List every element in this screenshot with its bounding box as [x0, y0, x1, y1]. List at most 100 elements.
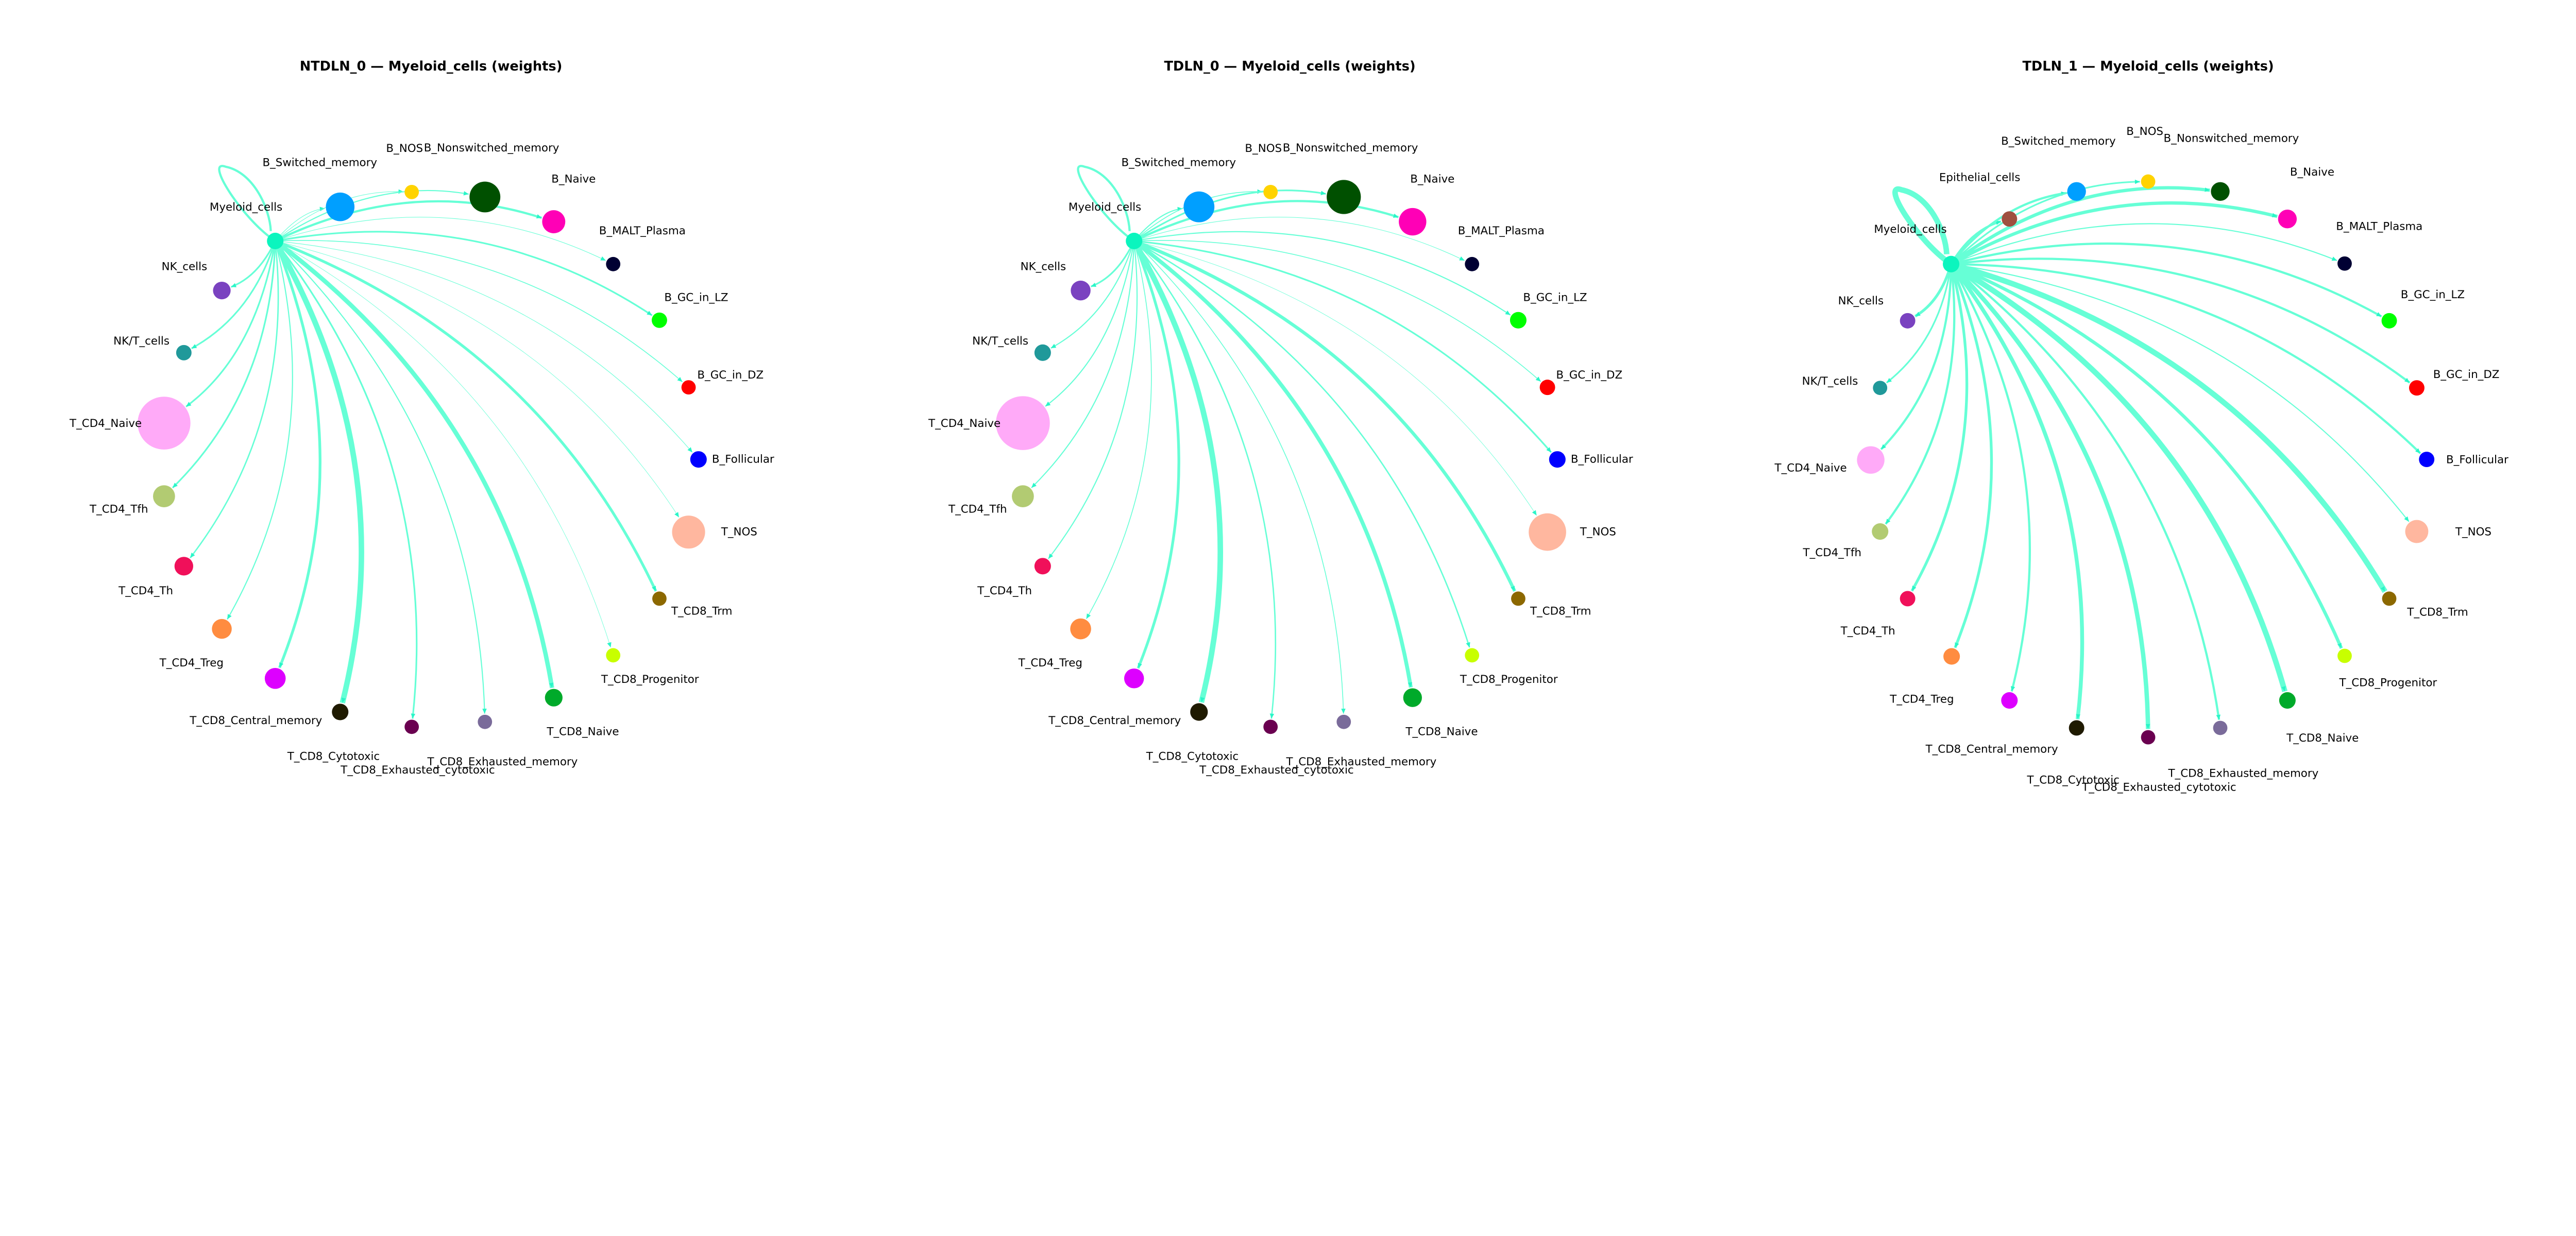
node-label: T_CD4_Th [118, 585, 173, 597]
node-nk-cells [1900, 313, 1916, 329]
node-label: B_Naive [551, 173, 596, 186]
node-nk-t-cells [176, 345, 192, 360]
edge-nk-t-cells [1886, 264, 1952, 384]
node-label: B_Nonswitched_memory [2164, 132, 2299, 145]
node-label: T_CD8_Naive [546, 725, 619, 738]
edge-self-loop [218, 165, 276, 242]
edge-b-malt-plasma [1133, 217, 1465, 261]
edge-b-follicular [275, 241, 693, 453]
panel-title: TDLN_1 — Myeloid_cells (weights) [2023, 59, 2274, 74]
edges [1880, 179, 2421, 729]
nodes [995, 180, 1566, 734]
node-label: T_CD8_Cytotoxic [2027, 774, 2120, 786]
node-label: NK_cells [162, 261, 208, 273]
arrowhead-icon [1048, 553, 1053, 559]
node-b-nonswitched-memory [469, 181, 501, 213]
node-t-cd8-trm [2382, 591, 2397, 606]
node-label: B_Naive [1410, 173, 1454, 186]
edge-nk-cells [230, 241, 276, 288]
edge-t-nos [1133, 241, 1537, 516]
edge-b-malt-plasma [1951, 223, 2337, 265]
arrowhead-icon [2376, 312, 2382, 317]
node-label: T_CD8_Exhausted_cytotoxic [340, 764, 495, 777]
node-label: T_CD4_Naive [928, 417, 1001, 430]
arrowhead-icon [2415, 448, 2421, 454]
node-b-switched-memory [2067, 182, 2087, 201]
node-label: B_MALT_Plasma [1458, 225, 1544, 237]
node-b-switched-memory [326, 192, 355, 221]
arrowhead-icon [674, 512, 679, 518]
node-label: T_NOS [1579, 526, 1616, 539]
arrowhead-icon [186, 402, 192, 407]
node-label: T_CD8_Progenitor [2339, 676, 2437, 689]
node-b-follicular [1549, 451, 1566, 468]
edge-t-cd8-naive [274, 239, 554, 689]
node-label: B_GC_in_DZ [1556, 369, 1622, 382]
labels: Myeloid_cellsEpithelial_cellsB_Switched_… [1774, 125, 2509, 794]
node-b-follicular [690, 451, 707, 468]
edge-t-cd8-exhausted-cytotoxic [1950, 262, 2150, 729]
edge-t-cd4-treg [1950, 263, 1993, 648]
arrowhead-icon [2281, 686, 2286, 692]
node-b-switched-memory [1183, 191, 1214, 222]
node-b-nos [404, 184, 419, 199]
arrowhead-icon [677, 377, 683, 382]
edge-t-nos [275, 241, 680, 518]
node-b-malt-plasma [1464, 256, 1479, 271]
node-label: T_CD4_Treg [1890, 693, 1954, 706]
node-label: T_CD8_Progenitor [1460, 673, 1558, 686]
node-label: Myeloid_cells [1874, 223, 1947, 236]
arrowhead-icon [652, 586, 656, 591]
edge-nk-t-cells [191, 241, 276, 349]
node-label: NK/T_cells [113, 335, 170, 348]
arrowhead-icon [1320, 191, 1326, 195]
node-b-gc-in-dz [681, 380, 696, 395]
arrowhead-icon [1138, 662, 1142, 668]
node-t-cd8-naive [2279, 692, 2296, 709]
arrowhead-icon [1466, 642, 1470, 648]
node-t-cd8-cytotoxic [2069, 720, 2084, 736]
node-label: T_CD8_Central_memory [1925, 743, 2058, 756]
node-t-cd8-progenitor [1464, 648, 1479, 663]
node-epithelial-cells [2002, 211, 2018, 227]
node-b-malt-plasma [606, 256, 621, 271]
nodes [1857, 174, 2435, 745]
edge-b-gc-in-dz [275, 240, 683, 383]
arrowhead-icon [411, 713, 416, 719]
edge-t-cd8-cytotoxic [1950, 263, 2084, 719]
arrowhead-icon [2272, 213, 2278, 218]
edge-t-cd8-progenitor [275, 241, 611, 648]
arrowhead-icon [1393, 213, 1399, 218]
edge-nk-cells [1914, 264, 1953, 318]
node-label: B_Switched_memory [1121, 157, 1236, 169]
edge-b-gc-in-lz [1133, 231, 1511, 316]
node-label: T_CD8_Exhausted_memory [2168, 767, 2319, 780]
arrowhead-icon [1086, 613, 1091, 619]
edge-b-gc-in-lz [275, 231, 653, 316]
edge-t-cd8-exhausted-cytotoxic [274, 240, 418, 719]
node-label: Epithelial_cells [1939, 171, 2021, 184]
edge-t-cd4-naive [185, 241, 276, 407]
edge-t-cd8-naive [1950, 262, 2288, 693]
node-t-nos [2405, 520, 2429, 543]
arrowhead-icon [463, 191, 469, 196]
arrowhead-icon [607, 642, 612, 648]
node-t-cd4-treg [1070, 618, 1091, 640]
arrowhead-icon [2381, 586, 2385, 592]
node-label: B_Switched_memory [262, 157, 377, 169]
node-nk-cells [213, 282, 231, 300]
node-label: T_NOS [2455, 526, 2492, 539]
node-label: T_CD4_Naive [69, 417, 142, 430]
node-t-cd8-exhausted-cytotoxic [2141, 730, 2156, 745]
node-t-cd4-tfh [153, 485, 175, 508]
edge-t-cd4-tfh [172, 241, 276, 489]
arrowhead-icon [1995, 220, 2002, 225]
node-label: T_CD4_Th [1840, 625, 1895, 638]
arrowhead-icon [1955, 642, 1959, 648]
node-b-naive [2278, 210, 2297, 229]
arrowhead-icon [1535, 376, 1541, 382]
edge-b-nos [1951, 181, 2140, 265]
node-b-gc-in-dz [1539, 380, 1555, 396]
edge-b-nonswitched-memory [275, 190, 469, 242]
